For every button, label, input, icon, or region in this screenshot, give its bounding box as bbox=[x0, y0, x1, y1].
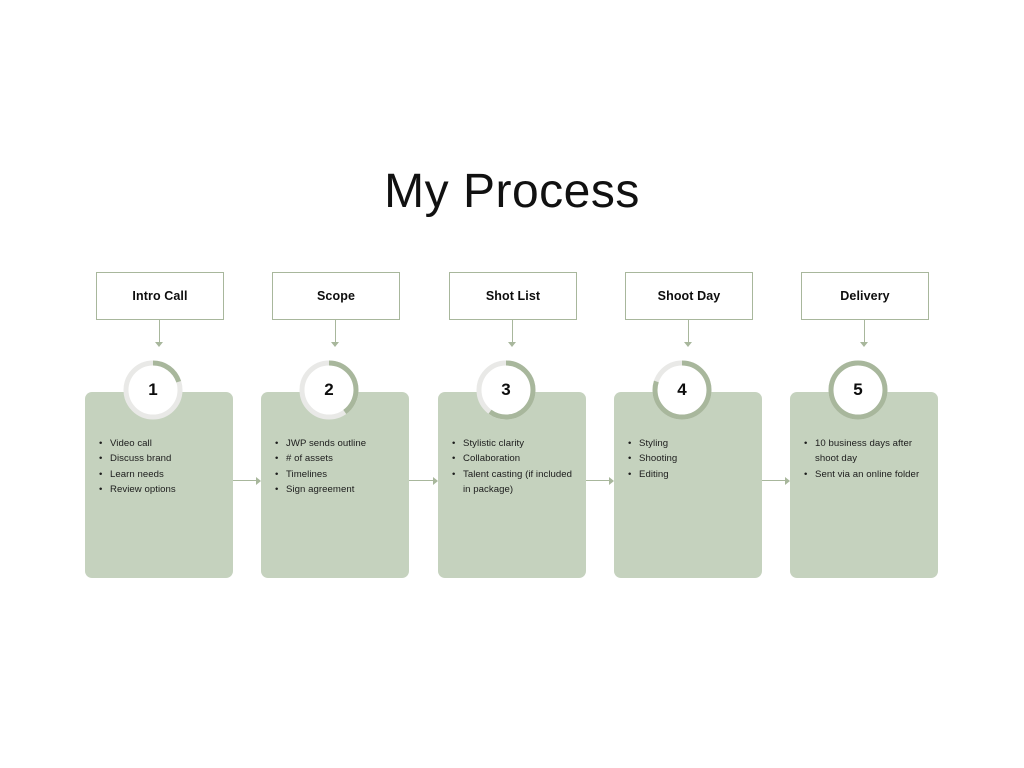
step-number: 5 bbox=[853, 380, 863, 399]
step-header-box[interactable]: Intro Call bbox=[96, 272, 224, 320]
step-progress-ring: 1 bbox=[121, 358, 185, 422]
step-progress-ring: 3 bbox=[474, 358, 538, 422]
step-card[interactable]: Stylistic clarityCollaborationTalent cas… bbox=[438, 392, 586, 578]
step-header-label: Shoot Day bbox=[657, 289, 721, 303]
step-number: 4 bbox=[677, 380, 687, 399]
list-item: Collaboration bbox=[452, 451, 574, 467]
step-header-box[interactable]: Scope bbox=[272, 272, 400, 320]
header-to-circle-connector bbox=[864, 320, 865, 344]
list-item: 10 business days after shoot day bbox=[804, 436, 926, 467]
list-item: Styling bbox=[628, 436, 750, 452]
down-arrow-icon bbox=[331, 342, 339, 347]
step-bullet-list: 10 business days after shoot daySent via… bbox=[804, 436, 926, 482]
step-bullet-list: JWP sends outline# of assetsTimelinesSig… bbox=[275, 436, 397, 497]
step-bullet-list: Video callDiscuss brandLearn needsReview… bbox=[99, 436, 221, 497]
down-arrow-icon bbox=[684, 342, 692, 347]
right-arrow-icon bbox=[785, 476, 790, 485]
list-item: Talent casting (if included in package) bbox=[452, 467, 574, 498]
step-connector-line bbox=[586, 480, 609, 481]
list-item: # of assets bbox=[275, 451, 397, 467]
step-bullet-list: StylingShootingEditing bbox=[628, 436, 750, 482]
list-item: Learn needs bbox=[99, 467, 221, 483]
step-header-label: Intro Call bbox=[132, 289, 188, 303]
step-progress-ring: 2 bbox=[297, 358, 361, 422]
step-progress-ring: 4 bbox=[650, 358, 714, 422]
step-progress-ring: 5 bbox=[826, 358, 890, 422]
list-item: Shooting bbox=[628, 451, 750, 467]
step-bullet-list: Stylistic clarityCollaborationTalent cas… bbox=[452, 436, 574, 497]
right-arrow-icon bbox=[256, 476, 261, 485]
list-item: Editing bbox=[628, 467, 750, 483]
step-connector-line bbox=[233, 480, 256, 481]
list-item: Video call bbox=[99, 436, 221, 452]
step-header-label: Shot List bbox=[485, 289, 541, 303]
header-to-circle-connector bbox=[688, 320, 689, 344]
step-card[interactable]: Video callDiscuss brandLearn needsReview… bbox=[85, 392, 233, 578]
step-connector-line bbox=[762, 480, 785, 481]
list-item: Sent via an online folder bbox=[804, 467, 926, 483]
list-item: Discuss brand bbox=[99, 451, 221, 467]
list-item: Sign agreement bbox=[275, 482, 397, 498]
step-card[interactable]: JWP sends outline# of assetsTimelinesSig… bbox=[261, 392, 409, 578]
step-header-box[interactable]: Delivery bbox=[801, 272, 929, 320]
process-step-1: Intro CallVideo callDiscuss brandLearn n… bbox=[85, 0, 261, 768]
page-title: My Process bbox=[384, 165, 640, 218]
list-item: Timelines bbox=[275, 467, 397, 483]
step-header-label: Delivery bbox=[840, 289, 890, 303]
header-to-circle-connector bbox=[335, 320, 336, 344]
list-item: JWP sends outline bbox=[275, 436, 397, 452]
process-step-2: ScopeJWP sends outline# of assetsTimelin… bbox=[261, 0, 437, 768]
process-step-3: Shot ListStylistic clarityCollaborationT… bbox=[438, 0, 614, 768]
step-connector-line bbox=[409, 480, 433, 481]
header-to-circle-connector bbox=[512, 320, 513, 344]
down-arrow-icon bbox=[508, 342, 516, 347]
step-header-box[interactable]: Shot List bbox=[449, 272, 577, 320]
step-number: 3 bbox=[501, 380, 511, 399]
down-arrow-icon bbox=[155, 342, 163, 347]
header-to-circle-connector bbox=[159, 320, 160, 344]
step-number: 1 bbox=[148, 380, 158, 399]
list-item: Review options bbox=[99, 482, 221, 498]
step-card[interactable]: StylingShootingEditing bbox=[614, 392, 762, 578]
step-header-label: Scope bbox=[316, 289, 355, 303]
right-arrow-icon bbox=[609, 476, 614, 485]
process-step-5: Delivery 10 business days after shoot day… bbox=[790, 0, 966, 768]
process-step-4: Shoot DayStylingShootingEditing 4 bbox=[614, 0, 790, 768]
step-number: 2 bbox=[324, 380, 334, 399]
list-item: Stylistic clarity bbox=[452, 436, 574, 452]
down-arrow-icon bbox=[860, 342, 868, 347]
step-card[interactable]: 10 business days after shoot daySent via… bbox=[790, 392, 938, 578]
step-header-box[interactable]: Shoot Day bbox=[625, 272, 753, 320]
right-arrow-icon bbox=[433, 476, 438, 485]
